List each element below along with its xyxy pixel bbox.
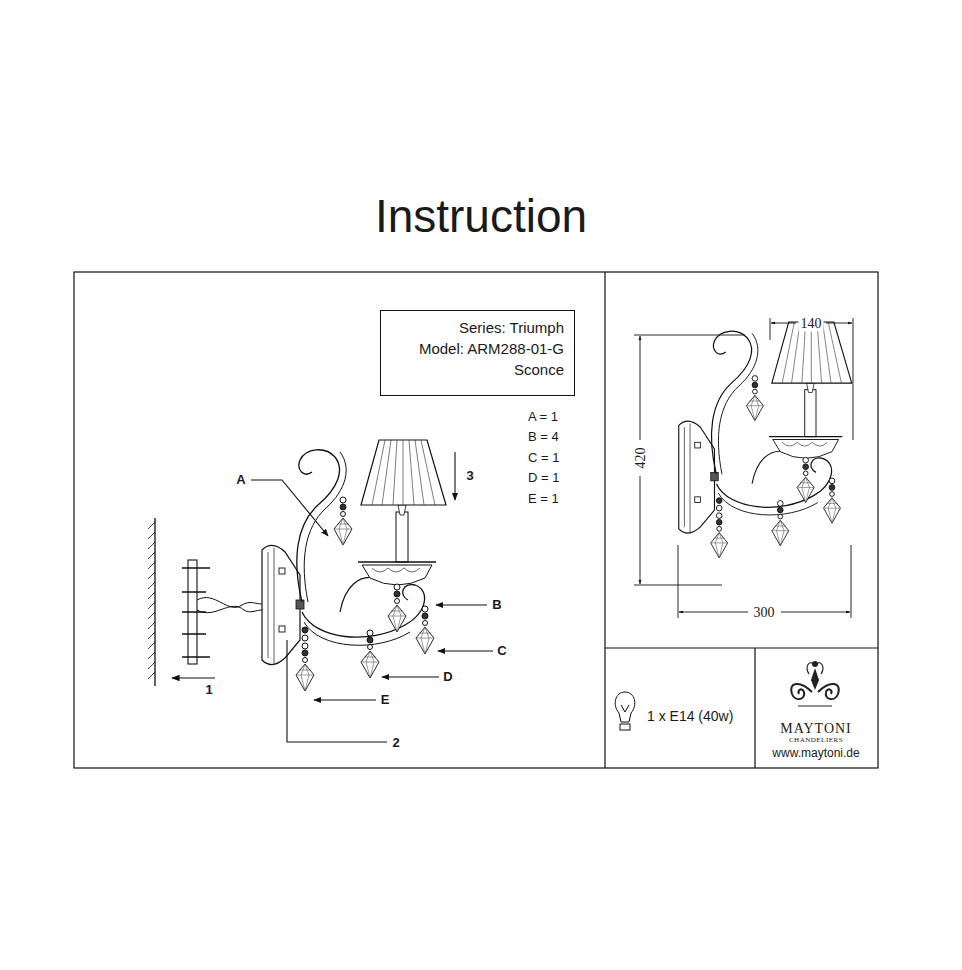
parts-count: E = 1 <box>528 491 559 507</box>
model-info-box: Series: TriumphModel: ARM288-01-GSconce <box>380 310 575 396</box>
sconce-assembly <box>262 440 446 691</box>
info-line: Series: Triumph <box>391 317 564 338</box>
leader-lines <box>436 604 487 605</box>
parts-count: A = 1 <box>528 409 558 425</box>
wall-mount <box>172 677 215 678</box>
leader-lines <box>314 699 376 700</box>
dimension-lines <box>634 318 853 618</box>
parts-count: B = 4 <box>528 429 559 445</box>
brand-logo-cell: MAYTONICHANDELIERSwww.maytoni.de <box>758 715 874 767</box>
part-letter: A <box>236 472 245 488</box>
logo-emblem <box>791 684 812 699</box>
dimension-lines <box>851 545 852 618</box>
leader-lines <box>287 640 387 742</box>
leader-lines <box>438 650 493 651</box>
leader-lines <box>251 452 493 742</box>
bulb-symbol <box>621 705 629 712</box>
dimension-lines <box>781 612 850 613</box>
bulb-spec-cell: 1 x E14 (40w) <box>645 699 751 733</box>
dimension-lines <box>771 323 796 324</box>
parts-count: D = 1 <box>528 470 559 486</box>
wall-mount <box>197 598 262 608</box>
leader-lines <box>251 480 328 536</box>
sconce-dimension-view <box>679 322 852 558</box>
parts-count: C = 1 <box>528 450 559 466</box>
part-letter: B <box>492 597 501 613</box>
dimension-lines <box>826 323 852 324</box>
part-letter: E <box>381 692 390 708</box>
dimension-value: 300 <box>752 604 777 621</box>
leader-lines <box>454 452 455 500</box>
part-letter: D <box>443 669 452 685</box>
wall-mount <box>197 606 262 612</box>
brand-text: www.maytoni.de <box>760 745 872 761</box>
bulb-symbol <box>620 724 630 730</box>
logo-emblem <box>807 663 823 674</box>
dimension-lines <box>853 318 854 440</box>
brand-text: CHANDELIERS <box>760 736 872 745</box>
dimension-value: 420 <box>632 446 649 471</box>
dimension-lines <box>678 545 679 618</box>
dimension-lines <box>640 476 641 584</box>
part-letter: C <box>497 643 506 659</box>
step-number: 1 <box>205 682 212 698</box>
frame-lines <box>74 272 878 768</box>
wall-mount <box>148 522 155 679</box>
logo-emblem <box>811 668 819 690</box>
step-number: 3 <box>466 468 473 484</box>
bulb-spec: 1 x E14 (40w) <box>647 705 749 727</box>
info-line: Model: ARM288-01-G <box>391 338 564 359</box>
frame-lines <box>754 648 755 768</box>
bulb-symbol <box>615 692 635 730</box>
bulb-symbol <box>615 692 635 722</box>
leader-lines <box>382 676 439 677</box>
logo-emblem <box>818 684 839 699</box>
brand-text: MAYTONI <box>760 721 872 736</box>
dimension-value: 140 <box>799 315 824 332</box>
frame-lines <box>74 272 878 768</box>
sheet-title: Instruction <box>0 188 962 244</box>
dimension-lines <box>679 612 748 613</box>
dimension-lines <box>770 318 771 340</box>
step-number: 2 <box>392 735 399 751</box>
dimension-lines <box>640 336 641 440</box>
frame-lines <box>604 272 605 768</box>
info-line: Sconce <box>391 359 564 380</box>
logo-emblem <box>791 661 839 706</box>
logo-emblem <box>798 706 832 707</box>
wall-mount <box>148 518 262 686</box>
dimension-lines <box>634 335 745 336</box>
frame-lines <box>605 647 878 648</box>
